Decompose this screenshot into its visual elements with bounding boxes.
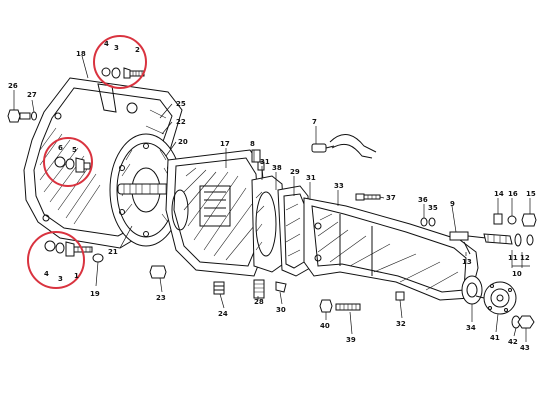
label-26: 26 bbox=[8, 82, 18, 90]
extension-housing bbox=[303, 197, 483, 305]
label-4-bottom: 4 bbox=[44, 270, 49, 278]
label-5: 5 bbox=[72, 146, 77, 154]
flange-nut-and-washer bbox=[511, 315, 535, 329]
label-9: 9 bbox=[450, 200, 455, 208]
plunger-parts bbox=[493, 213, 537, 227]
shift-rod-assembly bbox=[449, 231, 534, 255]
label-12: 12 bbox=[520, 254, 530, 262]
label-24: 24 bbox=[218, 310, 228, 318]
highlight-circle-bottom bbox=[27, 231, 85, 289]
switch-assembly bbox=[311, 133, 377, 159]
label-28: 28 bbox=[254, 298, 264, 306]
label-16: 16 bbox=[508, 190, 518, 198]
highlight-circle-middle bbox=[43, 137, 93, 187]
label-39: 39 bbox=[346, 336, 356, 344]
label-19: 19 bbox=[90, 290, 100, 298]
label-41: 41 bbox=[490, 334, 500, 342]
misc-bolts bbox=[7, 109, 436, 313]
label-25: 25 bbox=[176, 100, 186, 108]
label-27: 27 bbox=[27, 91, 37, 99]
bolt-set-top bbox=[101, 67, 145, 79]
label-32: 32 bbox=[396, 320, 406, 328]
label-10: 10 bbox=[512, 270, 522, 278]
rear-flange bbox=[475, 281, 517, 315]
label-22: 22 bbox=[176, 118, 186, 126]
part-labels: 4 3 2 18 26 27 25 22 20 6 5 7 8 17 31 38… bbox=[8, 40, 536, 352]
label-33: 33 bbox=[334, 182, 344, 190]
label-1: 1 bbox=[74, 272, 79, 280]
bolt-set-middle bbox=[54, 156, 91, 173]
label-18: 18 bbox=[76, 50, 86, 58]
label-7: 7 bbox=[312, 118, 317, 126]
label-38: 38 bbox=[272, 164, 282, 172]
label-23: 23 bbox=[156, 294, 166, 302]
label-21: 21 bbox=[108, 248, 118, 256]
label-15: 15 bbox=[526, 190, 536, 198]
label-30: 30 bbox=[276, 306, 286, 314]
label-3-top: 3 bbox=[114, 44, 119, 52]
label-31-upper: 31 bbox=[260, 158, 270, 166]
label-14: 14 bbox=[494, 190, 504, 198]
main-case bbox=[165, 149, 269, 277]
label-2: 2 bbox=[135, 46, 140, 54]
highlight-circles bbox=[27, 35, 147, 289]
label-35: 35 bbox=[428, 204, 438, 212]
label-31-lower: 31 bbox=[306, 174, 316, 182]
label-34: 34 bbox=[466, 324, 476, 332]
label-11: 11 bbox=[508, 254, 518, 262]
label-42: 42 bbox=[508, 338, 518, 346]
label-13: 13 bbox=[462, 258, 472, 266]
label-40: 40 bbox=[320, 322, 330, 330]
label-20: 20 bbox=[178, 138, 188, 146]
highlight-circle-top bbox=[93, 35, 147, 89]
label-3-bottom: 3 bbox=[58, 275, 63, 283]
label-6: 6 bbox=[58, 144, 63, 152]
label-37: 37 bbox=[386, 194, 396, 202]
label-17: 17 bbox=[220, 140, 230, 148]
label-29: 29 bbox=[290, 168, 300, 176]
label-4-top: 4 bbox=[104, 40, 109, 48]
label-36: 36 bbox=[418, 196, 428, 204]
adapter-plates bbox=[251, 175, 311, 277]
leader-lines bbox=[13, 55, 531, 342]
label-8: 8 bbox=[250, 140, 255, 148]
label-43: 43 bbox=[520, 344, 530, 352]
